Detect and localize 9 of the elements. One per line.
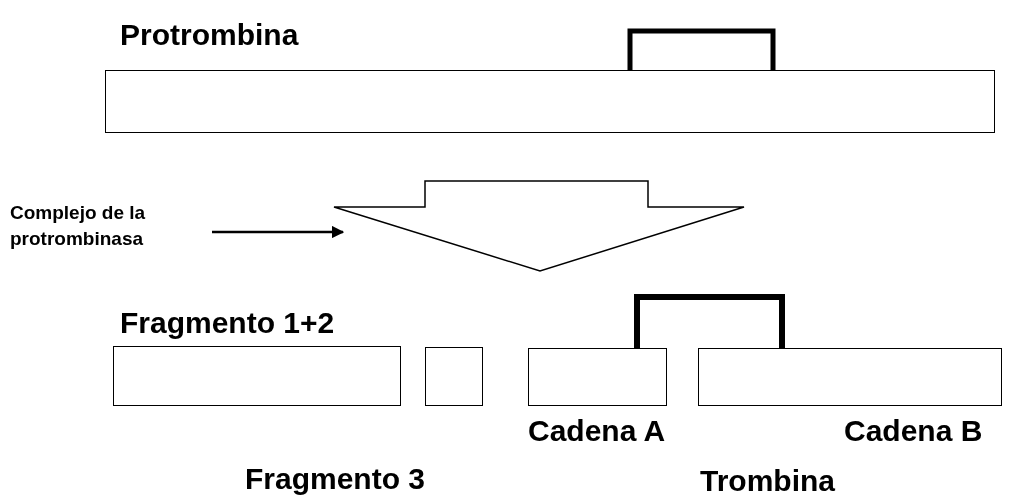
bar-label: Fragmento 3 — [245, 462, 426, 496]
bar-label: Fragmento 1+2 — [120, 306, 335, 340]
bar-label: Cadena B — [844, 414, 983, 448]
bar-label: Cadena A — [528, 414, 666, 448]
enzyme-label: Complejo de la protrombinasa — [10, 201, 147, 251]
protein-label: Trombina — [700, 464, 835, 498]
arrow — [212, 225, 345, 239]
bar-label: Protrombina — [120, 18, 299, 52]
disulfide-bridge — [634, 294, 785, 348]
